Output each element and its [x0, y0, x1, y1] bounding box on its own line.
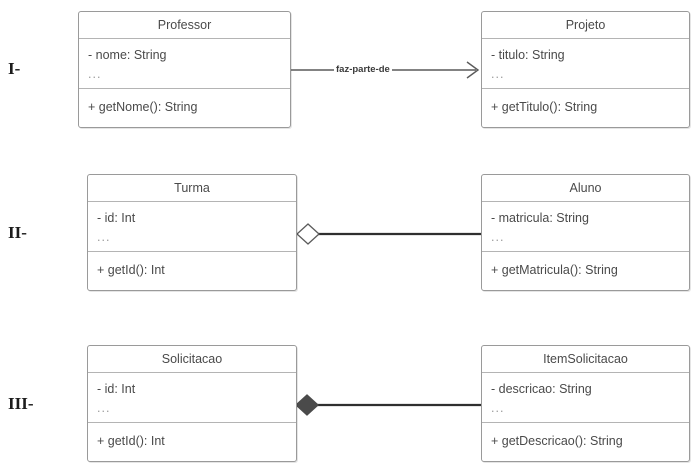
class-attributes-solicitacao: - id: Int ... — [88, 373, 296, 423]
class-name-aluno: Aluno — [482, 175, 689, 202]
attribute-line: - id: Int — [97, 211, 136, 225]
class-operations-turma: + getId(): Int — [88, 252, 296, 290]
class-attributes-projeto: - titulo: String ... — [482, 39, 689, 89]
attribute-line: ... — [88, 67, 102, 81]
attribute-line: - descricao: String — [491, 382, 592, 396]
class-name-solicitacao: Solicitacao — [88, 346, 296, 373]
class-box-projeto[interactable]: Projeto - titulo: String ... + getTitulo… — [481, 11, 690, 128]
operation-line: + getId(): Int — [97, 434, 165, 448]
operation-line: + getMatricula(): String — [491, 263, 618, 277]
class-operations-solicitacao: + getId(): Int — [88, 423, 296, 461]
class-attributes-itemsolicitacao: - descricao: String ... — [482, 373, 689, 423]
class-attributes-aluno: - matricula: String ... — [482, 202, 689, 252]
class-box-aluno[interactable]: Aluno - matricula: String ... + getMatri… — [481, 174, 690, 291]
attribute-line: - matricula: String — [491, 211, 589, 225]
open-arrow-icon — [466, 61, 480, 79]
row-label-ii: II- — [8, 223, 27, 242]
class-name-professor: Professor — [79, 12, 290, 39]
attribute-line: ... — [97, 401, 111, 415]
class-operations-aluno: + getMatricula(): String — [482, 252, 689, 290]
class-operations-projeto: + getTitulo(): String — [482, 89, 689, 127]
relationship-label-faz-parte-de: faz-parte-de — [334, 64, 392, 75]
class-box-turma[interactable]: Turma - id: Int ... + getId(): Int — [87, 174, 297, 291]
attribute-line: ... — [491, 67, 505, 81]
class-name-itemsolicitacao: ItemSolicitacao — [482, 346, 689, 373]
class-attributes-professor: - nome: String ... — [79, 39, 290, 89]
class-box-itemsolicitacao[interactable]: ItemSolicitacao - descricao: String ... … — [481, 345, 690, 462]
hollow-diamond-icon — [296, 223, 320, 245]
row-label-iii: III- — [8, 394, 34, 413]
class-box-professor[interactable]: Professor - nome: String ... + getNome()… — [78, 11, 291, 128]
class-operations-itemsolicitacao: + getDescricao(): String — [482, 423, 689, 461]
operation-line: + getDescricao(): String — [491, 434, 623, 448]
attribute-line: - titulo: String — [491, 48, 565, 62]
class-operations-professor: + getNome(): String — [79, 89, 290, 127]
attribute-line: - id: Int — [97, 382, 136, 396]
class-attributes-turma: - id: Int ... — [88, 202, 296, 252]
operation-line: + getNome(): String — [88, 100, 198, 114]
class-box-solicitacao[interactable]: Solicitacao - id: Int ... + getId(): Int — [87, 345, 297, 462]
class-name-projeto: Projeto — [482, 12, 689, 39]
attribute-line: ... — [491, 401, 505, 415]
filled-diamond-icon — [295, 394, 319, 416]
row-label-i: I- — [8, 59, 21, 78]
attribute-line: - nome: String — [88, 48, 167, 62]
class-name-turma: Turma — [88, 175, 296, 202]
attribute-line: ... — [491, 230, 505, 244]
operation-line: + getTitulo(): String — [491, 100, 598, 114]
operation-line: + getId(): Int — [97, 263, 165, 277]
attribute-line: ... — [97, 230, 111, 244]
